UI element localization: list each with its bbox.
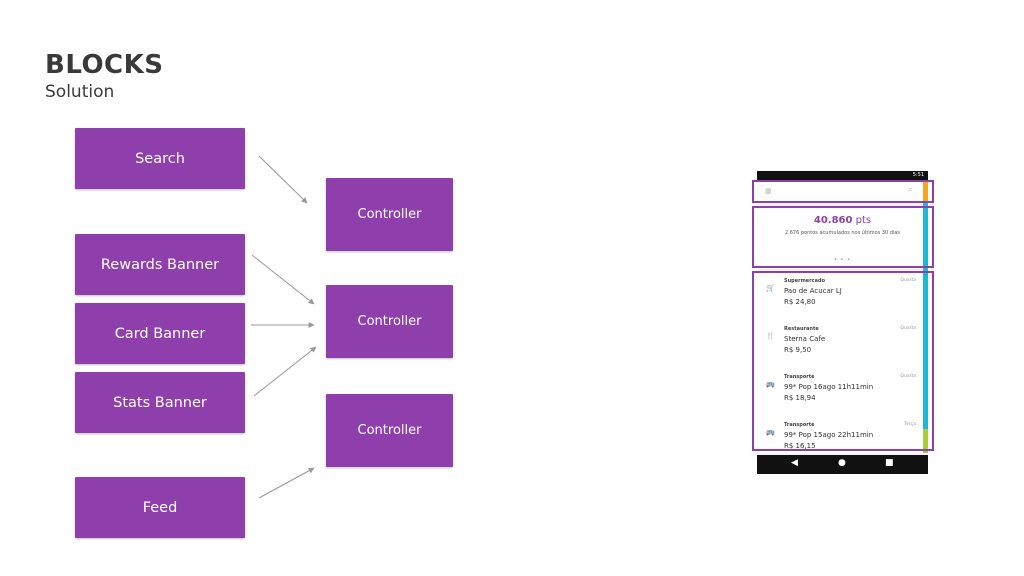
bus-icon: 🚌 <box>766 380 775 388</box>
card-banner-block: Card Banner <box>75 303 245 364</box>
feed-item-category: Transporte <box>784 374 815 380</box>
feed-item-category: Transporte <box>784 422 815 428</box>
feed-item-value: R$ 18,94 <box>784 394 816 402</box>
feed-item[interactable]: 🚌 Transporte Quarta 99* Pop 16ago 11h11m… <box>757 371 928 417</box>
feed-item-place: 99* Pop 15ago 22h11min <box>784 431 874 439</box>
slide-title: BLOCKS <box>45 50 164 80</box>
logo-icon: ▦ <box>765 187 772 195</box>
highlight-banner-region <box>752 206 934 268</box>
points-value: 40.860 pts <box>813 215 872 226</box>
phone-mockup: 5:51 ▦ ⌕ 40.860 pts 2.676 pontos acumula… <box>757 171 928 474</box>
highlight-search-region <box>752 180 934 203</box>
feed-item-tag: Quarta <box>900 278 916 283</box>
phone-feed: 🛒 Supermercado Quarta Pao de Acucar LJ R… <box>757 273 928 453</box>
feed-item[interactable]: 🚌 Transporte Terça 99* Pop 15ago 22h11mi… <box>757 419 928 465</box>
highlight-feed-region <box>752 271 934 451</box>
arrow-stats-to-controller <box>253 346 317 397</box>
feed-item-value: R$ 9,50 <box>784 346 812 354</box>
search-block: Search <box>75 128 245 189</box>
pager-dots[interactable]: • • • <box>833 257 852 263</box>
feed-item-category: Supermercado <box>784 278 826 284</box>
feed-item-place: Pao de Acucar LJ <box>784 287 842 295</box>
controller-block-2: Controller <box>326 285 453 358</box>
feed-item[interactable]: 🍴 Restaurante Quarta Sterna Cafe R$ 9,50 <box>757 323 928 369</box>
rewards-banner-block: Rewards Banner <box>75 234 245 295</box>
controller-block-3: Controller <box>326 394 453 467</box>
arrow-feed-to-controller <box>258 467 315 499</box>
accent-strip-lime <box>923 429 928 453</box>
feed-item-place: Sterna Cafe <box>784 335 826 343</box>
phone-search-bar[interactable]: ▦ ⌕ <box>757 182 928 201</box>
feed-item-category: Restaurante <box>784 326 819 332</box>
arrow-search-to-controller <box>258 155 308 204</box>
home-icon[interactable]: ● <box>838 458 846 468</box>
feed-item-place: 99* Pop 16ago 11h11min <box>784 383 874 391</box>
stats-banner-block: Stats Banner <box>75 372 245 433</box>
bus-icon: 🚌 <box>766 428 775 436</box>
feed-item[interactable]: 🛒 Supermercado Quarta Pao de Acucar LJ R… <box>757 275 928 321</box>
fork-icon: 🍴 <box>766 332 775 340</box>
cart-icon: 🛒 <box>766 284 775 292</box>
feed-block: Feed <box>75 477 245 538</box>
accent-strip-cyan <box>923 203 928 429</box>
accent-strip-orange <box>923 182 928 203</box>
search-icon[interactable]: ⌕ <box>908 185 913 194</box>
feed-item-tag: Quarta <box>900 374 916 379</box>
status-bar: 5:51 <box>757 171 928 180</box>
slide-subtitle: Solution <box>45 82 115 102</box>
points-subtitle: 2.676 pontos acumulados nos últimos 30 d… <box>784 230 901 236</box>
status-time: 5:51 <box>912 172 924 178</box>
points-card: 40.860 pts 2.676 pontos acumulados nos ú… <box>757 207 928 269</box>
feed-item-tag: Quarta <box>900 326 916 331</box>
feed-item-value: R$ 16,15 <box>784 442 816 450</box>
feed-item-value: R$ 24,80 <box>784 298 816 306</box>
controller-block-1: Controller <box>326 178 453 251</box>
arrow-rewards-to-controller <box>251 254 315 305</box>
back-icon[interactable]: ◀ <box>791 458 798 468</box>
feed-item-tag: Terça <box>904 422 916 427</box>
recents-icon[interactable]: ■ <box>885 458 894 468</box>
android-nav-bar: ◀ ● ■ <box>757 455 928 474</box>
